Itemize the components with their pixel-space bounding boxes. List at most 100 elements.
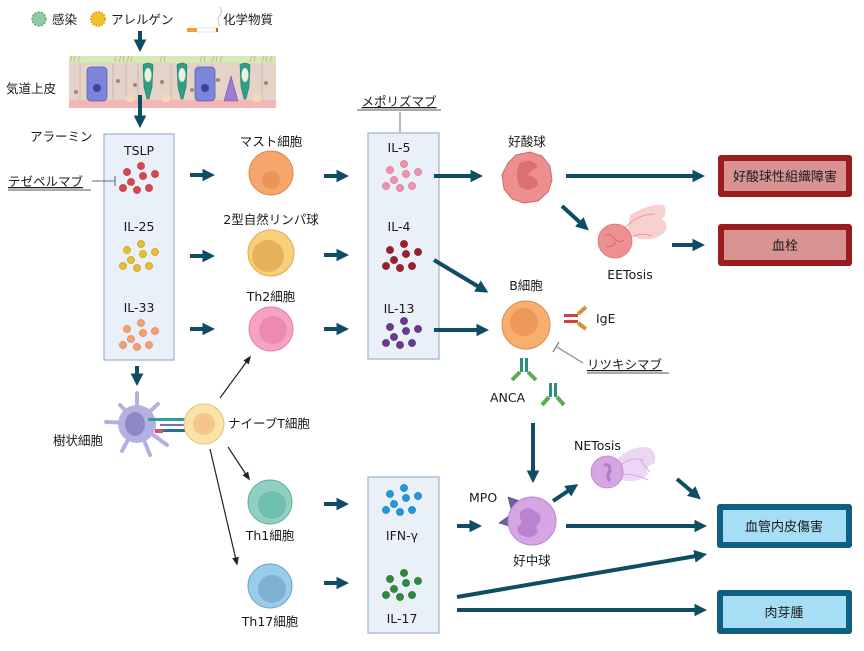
bcell-label: B細胞	[509, 278, 543, 293]
anca-antibody-icon	[510, 358, 538, 382]
outcome-eosinophilic-tissue-damage: 好酸球性組織障害	[718, 155, 852, 197]
eetosis-label: EETosis	[607, 267, 652, 282]
arrow-neutrophil-to-netosis	[551, 484, 579, 503]
molecule-dot	[119, 341, 127, 349]
molecule-dot	[127, 256, 135, 264]
ige-label: IgE	[596, 311, 616, 326]
netosis-cell-icon	[590, 447, 656, 489]
molecule-dot	[133, 186, 141, 194]
molecule-dot	[382, 506, 390, 514]
molecule-dot	[145, 341, 153, 349]
th17-cell-icon	[247, 563, 293, 609]
mast-cell-label: マスト細胞	[240, 134, 303, 149]
trigger-label-infection: 感染	[52, 12, 78, 27]
molecule-dot	[408, 591, 416, 599]
arrow-netosis-to-endothelial-injury	[675, 477, 701, 500]
mpo-label: MPO	[469, 490, 497, 505]
molecule-dot	[400, 569, 408, 577]
il4-molecules	[382, 240, 422, 272]
molecule-dot	[400, 240, 408, 248]
molecule-dot	[402, 250, 410, 258]
anca-antibody-icon	[540, 383, 566, 407]
dendritic-cell-icon	[104, 391, 169, 457]
molecule-dot	[396, 264, 404, 272]
molecule-dot	[402, 494, 410, 502]
molecule-dot	[151, 248, 159, 256]
molecule-dot	[139, 250, 147, 258]
molecule-dot	[408, 262, 416, 270]
molecule-dot	[123, 325, 131, 333]
molecule-dot	[402, 327, 410, 335]
molecule-dot	[382, 339, 390, 347]
ifng-molecules	[382, 484, 422, 516]
molecule-dot	[123, 246, 131, 254]
trigger-label-chemical: 化学物質	[223, 12, 273, 27]
alarmin-il25-label: IL-25	[124, 219, 155, 234]
trigger-allergen: アレルゲン	[90, 11, 174, 27]
arrow-eosinophil-to-eetosis	[560, 204, 589, 231]
molecule-dot	[400, 160, 408, 168]
tcr-mhc-interaction-icon	[148, 418, 190, 433]
neutrophil-label: 好中球	[513, 553, 551, 568]
outcome-thrombus: 血栓	[718, 224, 852, 266]
tezepelumab-label: テゼペルマブ	[8, 174, 84, 189]
th2-cell-icon	[248, 306, 294, 352]
il17-molecules	[382, 569, 422, 601]
molecule-dot	[133, 264, 141, 272]
ilc2-cell-icon	[247, 229, 295, 277]
alarmin-il33-label: IL-33	[124, 300, 155, 315]
molecule-dot	[123, 168, 131, 176]
molecule-dot	[408, 339, 416, 347]
inhibition-bar-icon	[552, 341, 560, 353]
naive-t-cell-icon	[183, 403, 225, 445]
il5-molecules	[382, 160, 422, 192]
trigger-label-allergen: アレルゲン	[111, 12, 174, 27]
molecule-dot	[390, 256, 398, 264]
molecule-dot	[402, 579, 410, 587]
trigger-chemical: 化学物質	[187, 6, 273, 33]
il13-molecules	[382, 317, 422, 349]
outcome-label: 肉芽腫	[764, 605, 803, 621]
cytokine-il4-label: IL-4	[388, 219, 411, 234]
outcome-granuloma: 肉芽腫	[717, 590, 852, 634]
molecule-dot	[414, 325, 422, 333]
eetosis-cell-icon	[597, 204, 667, 259]
molecule-dot	[127, 335, 135, 343]
molecule-dot	[408, 182, 416, 190]
molecule-dot	[386, 166, 394, 174]
anca-label: ANCA	[490, 390, 526, 405]
eosinophil-cell-icon	[501, 151, 553, 204]
molecule-dot	[127, 178, 135, 186]
allergen-pollen-icon	[90, 11, 106, 27]
ige-antibody-icon	[564, 305, 588, 331]
dendritic-cell-label: 樹状細胞	[53, 433, 104, 448]
mepolizumab-label: メポリズマブ	[361, 94, 437, 109]
molecule-dot	[390, 333, 398, 341]
cytokine-il13-label: IL-13	[384, 301, 415, 316]
th1-th17-cytokine-panel	[367, 476, 440, 634]
th1-cell-label: Th1細胞	[245, 528, 295, 543]
molecule-dot	[151, 170, 159, 178]
th1-cell-icon	[247, 479, 293, 525]
epithelium-label: 気道上皮	[6, 81, 56, 96]
bcell-icon	[501, 300, 551, 350]
molecule-dot	[119, 184, 127, 192]
molecule-dot	[390, 585, 398, 593]
airway-epithelium-illustration	[69, 55, 276, 108]
cytokine-il17-label: IL-17	[387, 611, 418, 626]
molecule-dot	[151, 327, 159, 335]
trigger-infection: 感染	[31, 11, 78, 27]
molecule-dot	[414, 577, 422, 585]
outcome-label: 好酸球性組織障害	[733, 169, 837, 185]
rituximab-inhibition-line	[556, 346, 584, 364]
molecule-dot	[382, 262, 390, 270]
molecule-dot	[414, 168, 422, 176]
outcome-endothelial-injury: 血管内皮傷害	[717, 504, 852, 548]
th17-cell-label: Th17細胞	[241, 614, 299, 629]
arrow-naive-t-to-th1	[227, 446, 250, 481]
cytokine-il5-label: IL-5	[388, 140, 411, 155]
molecule-dot	[402, 170, 410, 178]
molecule-dot	[396, 593, 404, 601]
alarmin-tslp-label: TSLP	[123, 143, 155, 158]
